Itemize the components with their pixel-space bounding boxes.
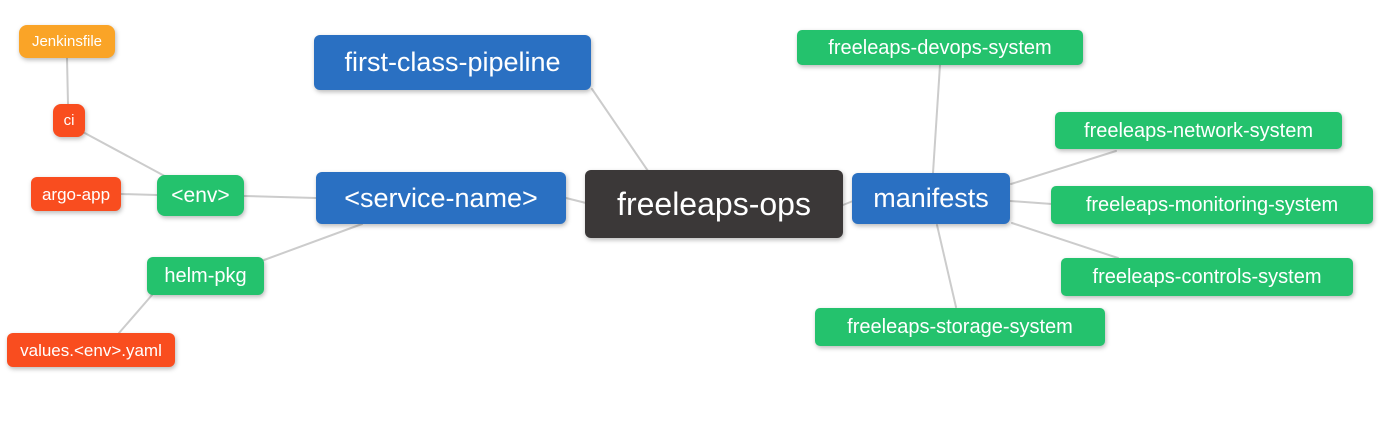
node-label-controls-system: freeleaps-controls-system bbox=[1092, 266, 1322, 288]
node-storage-system[interactable]: freeleaps-storage-system bbox=[815, 308, 1105, 346]
node-label-monitoring-system: freeleaps-monitoring-system bbox=[1085, 194, 1339, 216]
node-jenkinsfile[interactable]: Jenkinsfile bbox=[19, 25, 115, 58]
node-ci[interactable]: ci bbox=[53, 104, 85, 137]
node-label-network-system: freeleaps-network-system bbox=[1084, 119, 1313, 142]
node-label-values-env-yaml: values.<env>.yaml bbox=[20, 340, 162, 360]
node-argo-app[interactable]: argo-app bbox=[31, 177, 121, 211]
node-label-devops-system: freeleaps-devops-system bbox=[828, 36, 1052, 59]
node-label-helm-pkg: helm-pkg bbox=[164, 265, 247, 287]
node-label-argo-app: argo-app bbox=[41, 184, 111, 204]
node-label-manifests: manifests bbox=[873, 183, 989, 213]
node-network-system[interactable]: freeleaps-network-system bbox=[1055, 112, 1342, 149]
node-helm-pkg[interactable]: helm-pkg bbox=[147, 257, 264, 295]
node-label-freeleaps-ops: freeleaps-ops bbox=[617, 186, 811, 222]
node-label-storage-system: freeleaps-storage-system bbox=[847, 316, 1073, 338]
node-label-service-name: <service-name> bbox=[344, 182, 538, 213]
node-devops-system[interactable]: freeleaps-devops-system bbox=[797, 30, 1083, 65]
node-monitoring-system[interactable]: freeleaps-monitoring-system bbox=[1051, 186, 1373, 224]
node-label-ci: ci bbox=[63, 112, 75, 129]
node-manifests[interactable]: manifests bbox=[852, 173, 1010, 224]
node-freeleaps-ops[interactable]: freeleaps-ops bbox=[585, 170, 843, 238]
node-env[interactable]: <env> bbox=[157, 175, 244, 216]
node-first-class-pipeline[interactable]: first-class-pipeline bbox=[314, 35, 591, 90]
node-label-first-class-pipeline: first-class-pipeline bbox=[344, 47, 561, 77]
node-controls-system[interactable]: freeleaps-controls-system bbox=[1061, 258, 1353, 296]
node-service-name[interactable]: <service-name> bbox=[316, 172, 566, 224]
node-label-env: <env> bbox=[171, 184, 230, 207]
node-label-jenkinsfile: Jenkinsfile bbox=[31, 33, 103, 50]
node-values-env-yaml[interactable]: values.<env>.yaml bbox=[7, 333, 175, 367]
